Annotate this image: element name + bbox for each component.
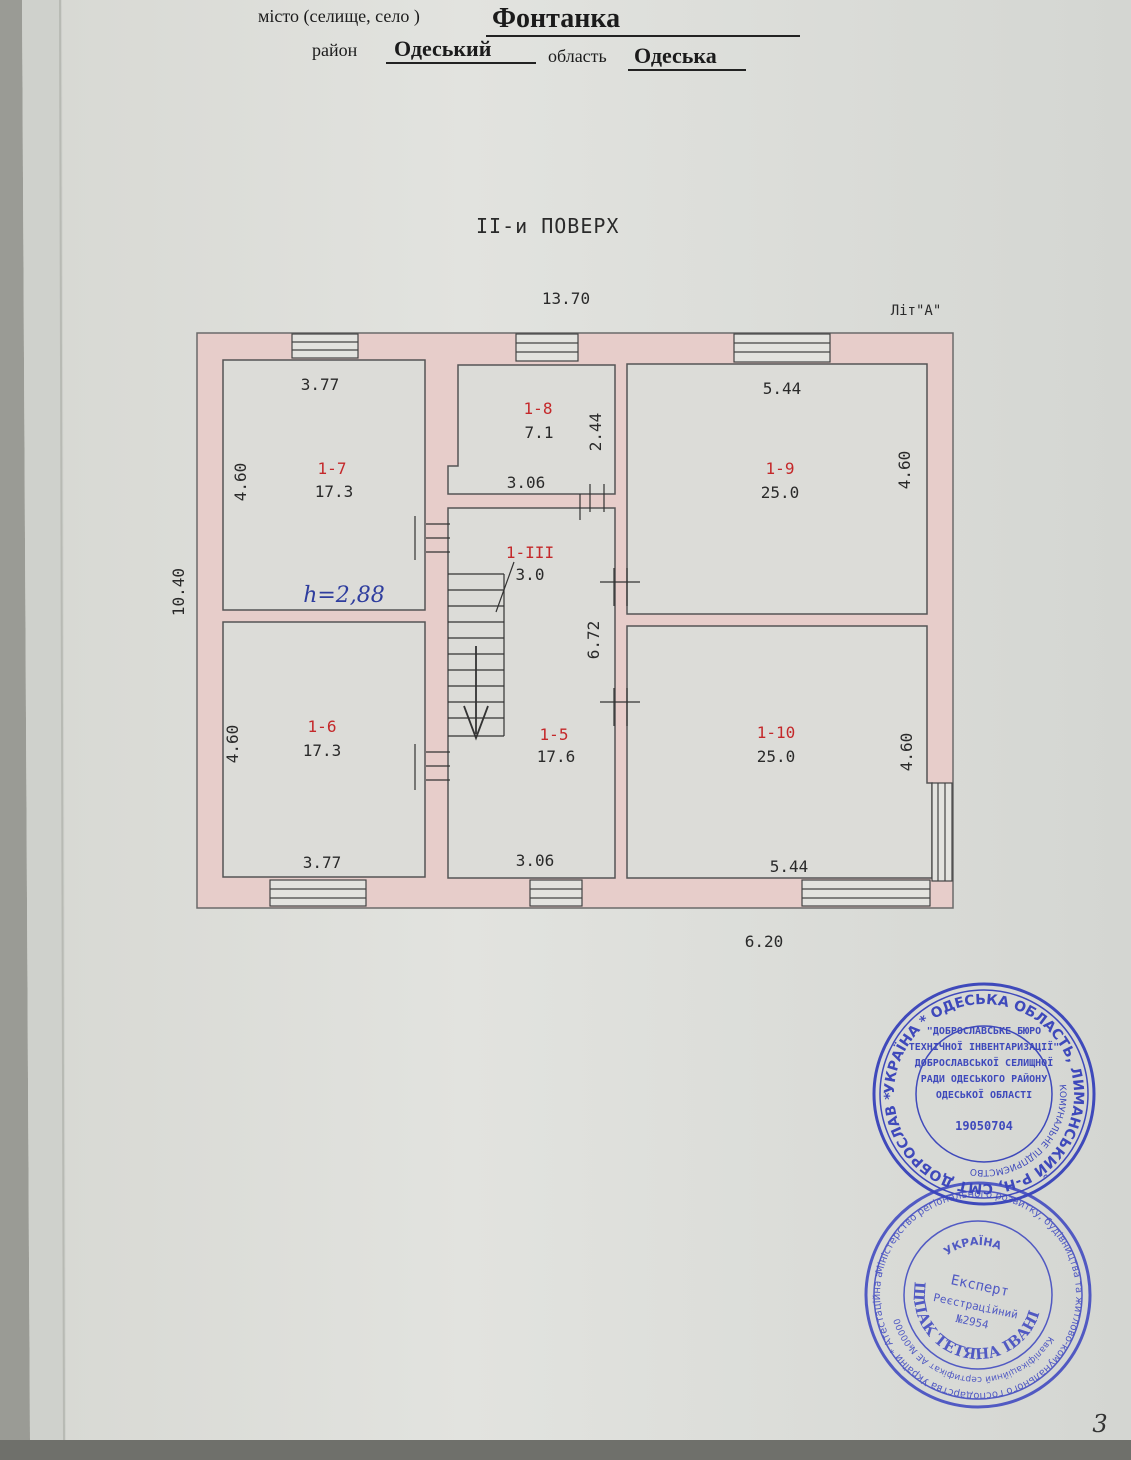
overall-width-label: 13.70 [542, 289, 590, 308]
window-bottom-right [801, 879, 931, 907]
room-1-6-area: 17.3 [303, 741, 342, 760]
room-1-8-width: 3.06 [507, 473, 546, 492]
room-1-5-id: 1-5 [540, 725, 569, 744]
door-1-7 [414, 516, 450, 560]
room-1-6-height: 4.60 [223, 725, 242, 764]
expert-stamp-name: ШПАК ТЕТЯНА ІВАНІВНА [0, 0, 1131, 1376]
room-1-5-width: 3.06 [516, 851, 555, 870]
window-right [931, 782, 953, 882]
bti-stamp-line-2: ТЕХНІЧНОЇ ІНВЕНТАРИЗАЦІЇ" [909, 1039, 1060, 1053]
window-top-right [733, 333, 831, 363]
overall-height-label: 10.40 [169, 568, 188, 616]
door-1-9 [600, 568, 640, 606]
room-1-9 [626, 363, 928, 615]
window-bottom-mid [529, 879, 583, 907]
room-1-8-area: 7.1 [525, 423, 554, 442]
room-1-5-height: 6.72 [584, 621, 603, 660]
door-1-8 [579, 484, 605, 520]
window-top-mid [515, 333, 579, 362]
window-bottom-left [269, 879, 367, 907]
liter-label: Літ"А" [891, 303, 942, 319]
door-1-6 [414, 744, 450, 790]
room-1-9-height: 4.60 [895, 451, 914, 490]
bti-stamp-line-4: РАДИ ОДЕСЬКОГО РАЙОНУ [921, 1072, 1047, 1085]
room-1-8-id: 1-8 [524, 399, 553, 418]
bti-stamp-line-1: "ДОБРОСЛАВСЬКЕ БЮРО [927, 1026, 1041, 1037]
city-label: місто (селище, село ) [258, 6, 420, 26]
room-1-5-area: 17.6 [537, 747, 576, 766]
region-value: Одеська [628, 43, 746, 71]
room-1-9-area: 25.0 [761, 483, 800, 502]
room-1-8 [447, 364, 616, 495]
expert-stamp-reg-no: №2954 [955, 1312, 990, 1332]
bti-stamp-line-3: ДОБРОСЛАВСЬКОЇ СЕЛИЩНОЇ [915, 1055, 1053, 1069]
ceiling-height-note: h=2,88 [303, 583, 385, 608]
room-1-9-width: 5.44 [763, 379, 802, 398]
bti-stamp-line-5: ОДЕСЬКОЇ ОБЛАСТІ [936, 1087, 1032, 1101]
expert-stamp-outer-text: Міністерство регіонального розвитку, буд… [0, 0, 1131, 1421]
room-1-7-height: 4.60 [231, 463, 250, 502]
room-1-6-id: 1-6 [308, 717, 337, 736]
expert-stamp-country: УКРАЇНА [939, 1226, 1004, 1268]
room-1-III-area: 3.0 [516, 565, 545, 584]
bti-stamp-code: 19050704 [955, 1119, 1013, 1133]
room-1-10-height: 4.60 [897, 733, 916, 772]
city-value: Фонтанка [486, 3, 800, 37]
district-value: Одеський [386, 36, 536, 64]
door-1-10 [600, 688, 640, 726]
room-1-7-width: 3.77 [301, 375, 340, 394]
page-number: 3 [1092, 1410, 1107, 1438]
staircase [448, 561, 515, 741]
room-1-10-id: 1-10 [757, 723, 796, 742]
expert-stamp: Міністерство регіонального розвитку, буд… [0, 0, 1131, 1421]
room-1-7-area: 17.3 [315, 482, 354, 501]
window-top-left [291, 333, 359, 359]
room-1-7 [222, 359, 426, 611]
district-label: район [312, 40, 358, 60]
bti-stamp: УКРАЇНА * ОДЕСЬКА ОБЛАСТЬ, ЛИМАНСЬКИЙ Р-… [872, 982, 1096, 1206]
bottom-dimension-label: 6.20 [745, 932, 784, 951]
room-1-8-height: 2.44 [586, 413, 605, 452]
region-label: область [548, 46, 607, 66]
room-1-6 [222, 621, 426, 878]
room-1-9-id: 1-9 [766, 459, 795, 478]
room-1-6-width: 3.77 [303, 853, 342, 872]
room-1-III-id: 1-III [506, 543, 554, 562]
floor-title: II-и ПОВЕРХ [476, 214, 620, 238]
room-1-10-width: 5.44 [770, 857, 809, 876]
room-1-10-area: 25.0 [757, 747, 796, 766]
room-1-7-id: 1-7 [318, 459, 347, 478]
